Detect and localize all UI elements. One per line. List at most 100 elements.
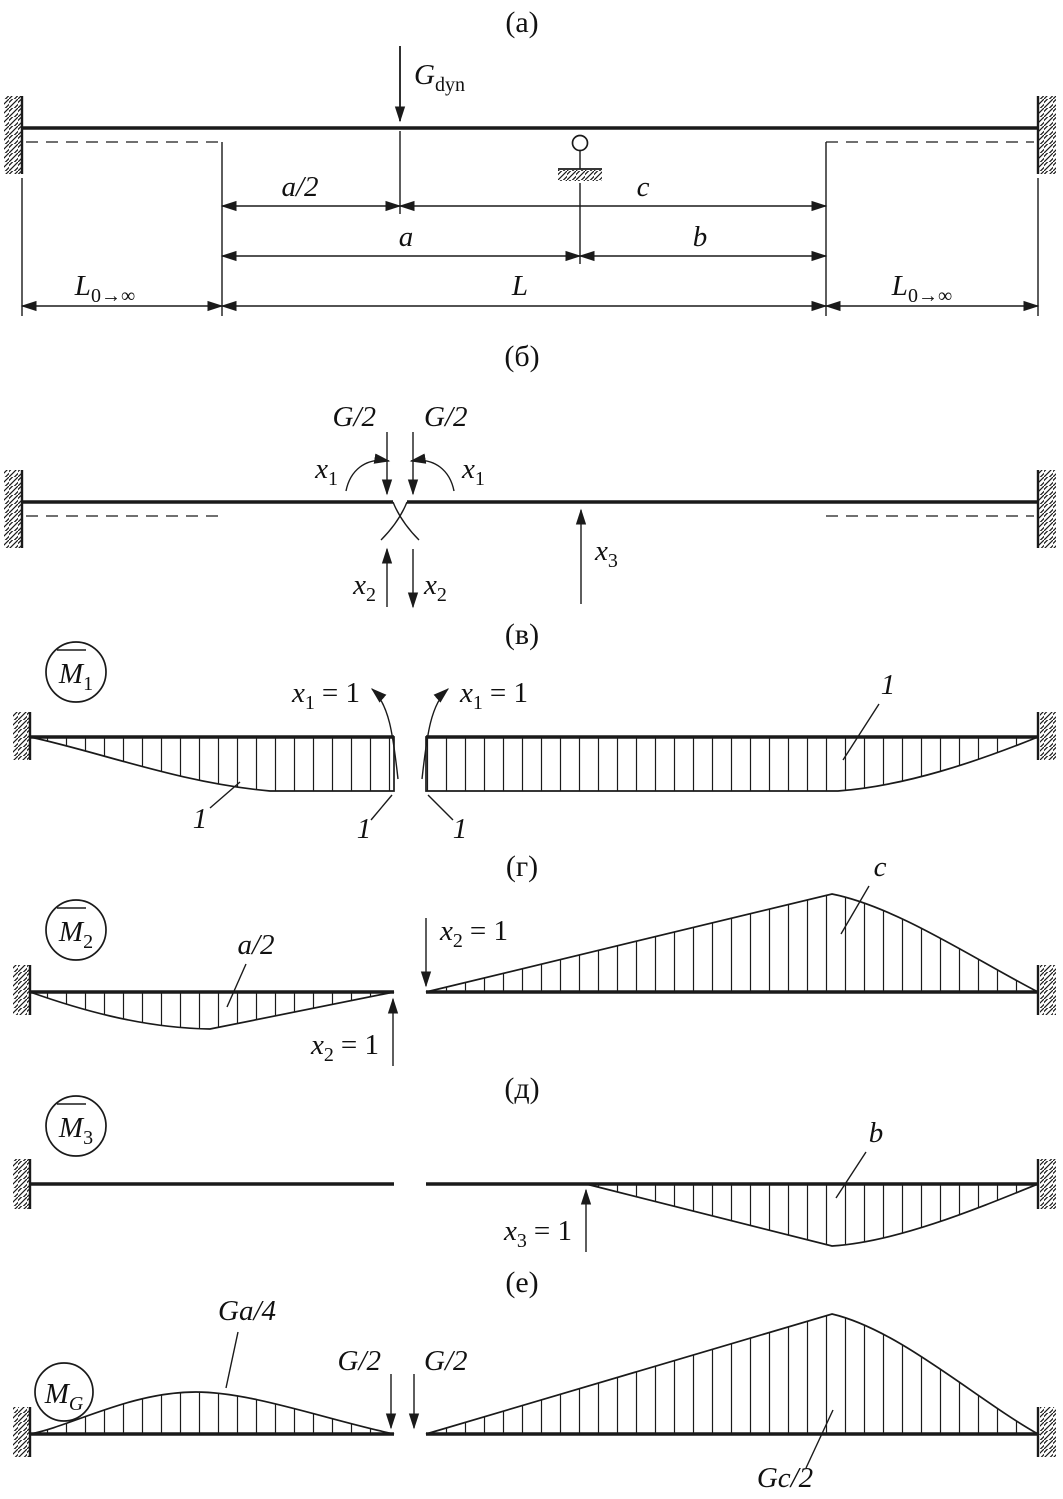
x1-eq-1-label-right: x1= 1	[459, 677, 528, 714]
panel-g-label: (г)	[506, 850, 538, 883]
leader-line	[835, 1151, 867, 1199]
base-text: M	[58, 916, 85, 948]
leader-line	[226, 963, 247, 1008]
base-text: x	[423, 569, 437, 601]
moment-symbol-m3-circle	[45, 1095, 107, 1157]
wall-hatch-left	[13, 1407, 29, 1457]
sub-text: 1	[328, 468, 338, 490]
base-text: M	[58, 658, 85, 690]
ordinate-label-1: 1	[357, 813, 372, 845]
sub-text: 2	[366, 584, 376, 606]
moment-symbol-mg: MG	[44, 1378, 84, 1415]
moment-diagram-m2-right	[425, 893, 1039, 993]
panel-v-label: (в)	[505, 618, 539, 651]
moment-diagram-mg-right	[425, 1313, 1042, 1435]
sub-text: 3	[608, 550, 618, 572]
dim-label-b: b	[693, 221, 708, 253]
moment-arrow-x1-left	[345, 453, 391, 492]
half-load-label-left: G/2	[338, 1345, 382, 1377]
eq-text: = 1	[322, 677, 360, 709]
support-hinge	[571, 134, 589, 152]
moment-diagram-m3-right	[585, 1183, 1039, 1247]
sub-text: 1	[83, 673, 93, 695]
dim-label-a-half: a/2	[281, 171, 318, 203]
x3-eq-1-label: x3= 1	[503, 1215, 572, 1252]
wall-hatch-left	[13, 965, 29, 1015]
leader-line	[805, 1409, 834, 1469]
moment-symbol-mg-circle	[34, 1362, 94, 1422]
wall-hatch-left	[13, 712, 29, 760]
eq-text: = 1	[470, 915, 508, 947]
base-text: x	[439, 915, 453, 947]
half-load-label-right: G/2	[424, 1345, 468, 1377]
sub-text: 0→∞	[91, 285, 135, 307]
unit-moment-arrow-right	[421, 688, 449, 780]
panel-d: (д) M3 b x3= 1	[13, 1072, 1056, 1252]
x2-label-left: x2	[352, 569, 376, 606]
dim-label-c: c	[637, 171, 650, 203]
ordinate-label-b: b	[869, 1117, 884, 1149]
dim-label-L: L	[511, 270, 528, 302]
panel-a-label: (а)	[505, 6, 538, 39]
moment-symbol-m2: M2	[58, 916, 93, 953]
panel-e-label: (е)	[505, 1266, 538, 1299]
base-text: L	[74, 270, 91, 302]
x2-eq-1-label-bottom: x2= 1	[310, 1029, 379, 1066]
leader-line	[427, 794, 454, 821]
x2-eq-1-label-top: x2= 1	[439, 915, 508, 952]
wall-hatch-right	[1040, 1407, 1056, 1457]
base-text: G	[414, 59, 435, 91]
x1-eq-1-label-left: x1 = 1	[291, 677, 360, 714]
wall-hatch-right	[1040, 712, 1056, 760]
unit-moment-arrow-left	[371, 688, 399, 780]
base-text: x	[459, 677, 473, 709]
ordinate-label-1: 1	[881, 669, 896, 701]
sub-text: G	[69, 1393, 84, 1415]
load-label-gdyn: Gdyn	[414, 59, 465, 96]
sub-text: 1	[305, 692, 315, 714]
leader-line	[209, 781, 241, 809]
ordinate-label-c: c	[874, 851, 887, 883]
cut-fiber-left	[392, 501, 420, 541]
panel-g: (г) M2 a/2 x2= 1 x2= 1 c	[13, 850, 1056, 1066]
moment-diagram-m1-left	[29, 736, 395, 792]
base-text: x	[291, 677, 305, 709]
sub-text: 2	[437, 584, 447, 606]
wall-hatch-right	[1040, 1159, 1056, 1209]
x2-label-right: x2	[423, 569, 447, 606]
panel-d-label: (д)	[504, 1072, 539, 1105]
base-text: x	[310, 1029, 324, 1061]
leader-line	[840, 885, 870, 935]
dim-label-l0-right: L0→∞	[891, 270, 952, 307]
moment-symbol-m2-circle	[45, 899, 107, 961]
support-ground-hatch	[558, 170, 602, 181]
leader-line	[842, 703, 880, 761]
panel-v: (в) M1 x1= 1 x1= 1 1 1 1 1	[13, 618, 1056, 845]
moment-symbol-m3: M3	[58, 1112, 93, 1149]
base-text: M	[44, 1378, 71, 1410]
sub-text: 3	[83, 1127, 93, 1149]
moment-symbol-m1-circle	[45, 641, 107, 703]
ordinate-label-ga4: Ga/4	[218, 1295, 276, 1327]
dim-label-a: a	[399, 221, 414, 253]
eq-text: = 1	[534, 1215, 572, 1247]
panel-b: (б) G/2 G/2 x1 x1 x2 x2 x3	[4, 340, 1056, 609]
half-load-label-left: G/2	[333, 401, 377, 433]
base-text: L	[891, 270, 908, 302]
x1-label-left: x1	[314, 453, 338, 490]
wall-hatch-left	[13, 1159, 29, 1209]
leader-line	[225, 1331, 239, 1389]
wall-hatch-right	[1039, 470, 1056, 548]
ordinate-label-1: 1	[453, 813, 468, 845]
ordinate-label-a-half: a/2	[237, 929, 274, 961]
cut-fiber-right	[380, 501, 408, 541]
eq-text: = 1	[341, 1029, 379, 1061]
half-load-label-right: G/2	[424, 401, 468, 433]
wall-hatch-left	[4, 470, 21, 548]
moment-diagram-mg-left	[29, 1391, 395, 1435]
panel-b-label: (б)	[504, 340, 539, 373]
wall-hatch-left	[4, 96, 21, 174]
dim-label-l0-left: L0→∞	[74, 270, 135, 307]
